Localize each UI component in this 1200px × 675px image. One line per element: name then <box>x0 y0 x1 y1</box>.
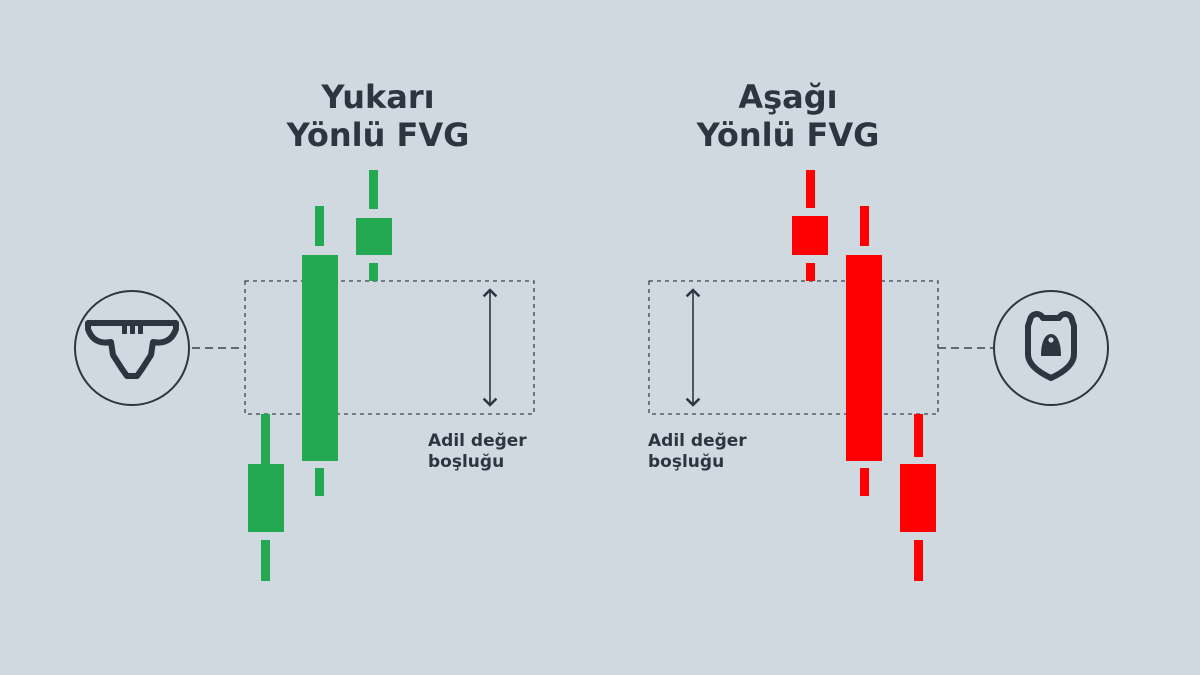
bullish-candle-1 <box>248 414 284 581</box>
bearish-candle-1 <box>792 170 828 281</box>
bull-icon <box>74 290 190 406</box>
bullish-title-line1: Yukarı <box>321 78 435 116</box>
bullish-title-line2: Yönlü FVG <box>286 116 470 154</box>
bullish-candle-3 <box>356 170 392 281</box>
bearish-candle-2 <box>846 206 882 496</box>
bullish-gap-label-line2: boşluğu <box>428 452 505 472</box>
bullish-fvg-title: Yukarı Yönlü FVG <box>198 78 558 154</box>
bearish-gap-label: Adil değer boşluğu <box>648 431 747 473</box>
bearish-gap-label-line1: Adil değer <box>648 431 747 451</box>
bear-icon <box>993 290 1109 406</box>
bullish-gap-label: Adil değer boşluğu <box>428 431 527 473</box>
bullish-gap-label-line1: Adil değer <box>428 431 527 451</box>
bullish-candle-2 <box>302 206 338 496</box>
bearish-title-line2: Yönlü FVG <box>696 116 880 154</box>
bearish-fvg-title: Aşağı Yönlü FVG <box>608 78 968 154</box>
bearish-candle-3 <box>900 414 936 581</box>
bearish-gap-label-line2: boşluğu <box>648 452 725 472</box>
bearish-title-line1: Aşağı <box>738 78 838 116</box>
